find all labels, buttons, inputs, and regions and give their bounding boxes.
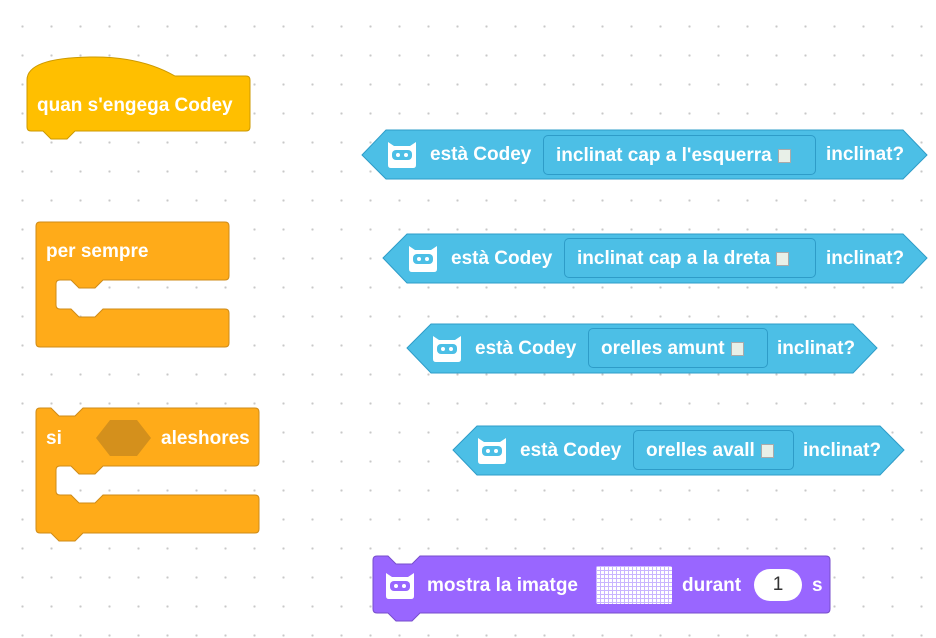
tilt-dropdown[interactable]: orelles amunt [588, 328, 768, 368]
image-icon [776, 251, 790, 266]
tilt-dropdown[interactable]: orelles avall [633, 430, 794, 470]
codey-icon [433, 336, 461, 362]
tilt-option: orelles amunt [601, 338, 725, 359]
seconds-input[interactable]: 1 [754, 569, 802, 601]
then-label: aleshores [161, 428, 250, 449]
tilt-option: orelles avall [646, 440, 755, 461]
tilt-suffix: inclinat? [826, 144, 905, 165]
condition-slot[interactable] [96, 420, 151, 456]
tilt-suffix: inclinat? [777, 338, 856, 359]
tilt-dropdown[interactable]: inclinat cap a la dreta [564, 238, 816, 278]
led-matrix-input[interactable] [596, 566, 672, 604]
codey-icon [409, 246, 437, 272]
if-label: si [46, 428, 62, 449]
tilt-option: inclinat cap a la dreta [577, 248, 771, 269]
forever-label: per sempre [46, 241, 149, 262]
codey-icon [478, 438, 506, 464]
hat-label: quan s'engega Codey [37, 95, 233, 116]
tilt-suffix: inclinat? [826, 248, 905, 269]
tilt-suffix: inclinat? [803, 440, 882, 461]
tilt-prefix: està Codey [475, 338, 577, 359]
tilt-prefix: està Codey [430, 144, 532, 165]
tilt-dropdown[interactable]: inclinat cap a l'esquerra [543, 135, 816, 175]
seconds-unit: s [812, 575, 823, 596]
forever-block[interactable] [35, 221, 230, 348]
hat-block[interactable] [26, 56, 251, 140]
tilt-prefix: està Codey [520, 440, 622, 461]
codey-icon [388, 142, 416, 168]
show-image-label: mostra la imatge [427, 575, 578, 596]
if-block[interactable] [35, 407, 260, 542]
tilt-option: inclinat cap a l'esquerra [556, 145, 772, 166]
image-icon [730, 341, 744, 356]
image-icon [777, 148, 791, 163]
tilt-prefix: està Codey [451, 248, 553, 269]
codey-icon [386, 573, 414, 599]
image-icon [760, 443, 774, 458]
during-label: durant [682, 575, 742, 596]
